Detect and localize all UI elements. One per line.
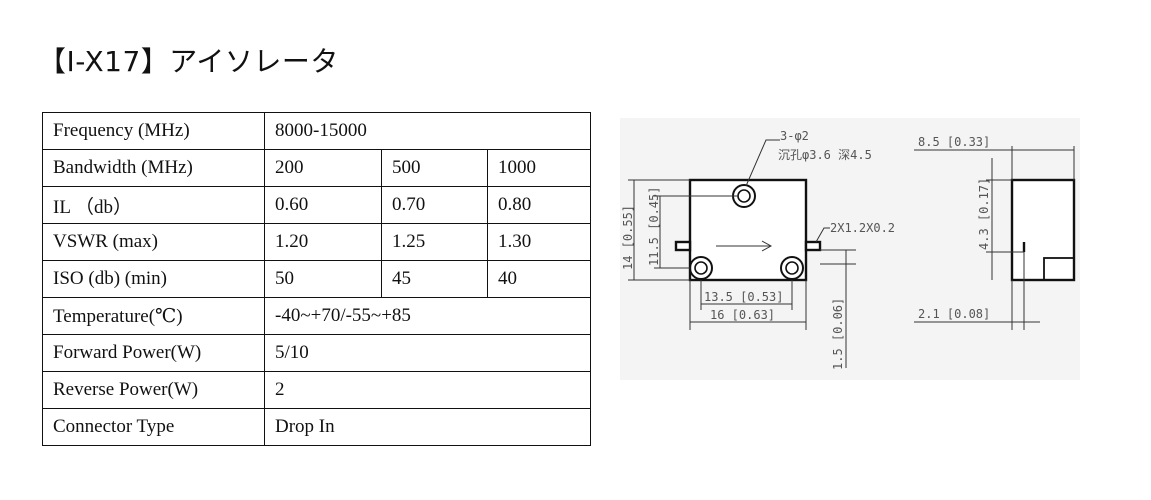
mounting-hole-icon <box>780 256 804 280</box>
vswr-value: 1.20 <box>264 223 382 261</box>
temperature-label: Temperature(℃) <box>42 297 265 335</box>
arrow-right-icon <box>716 240 773 252</box>
front-view-body <box>688 178 808 282</box>
bandwidth-value: 500 <box>381 149 488 187</box>
table-row: ISO (db) (min) 50 45 40 <box>42 260 591 298</box>
reverse-power-value: 2 <box>264 371 591 409</box>
connector-type-value: Drop In <box>264 408 591 446</box>
hole-note: 3-φ2 <box>780 129 809 143</box>
vswr-label: VSWR (max) <box>42 223 265 261</box>
iso-value: 45 <box>381 260 488 298</box>
il-value: 0.80 <box>487 186 591 224</box>
iso-label: ISO (db) (min) <box>42 260 265 298</box>
dimension-label: 1.5 [0.06] <box>831 298 845 370</box>
bandwidth-value: 1000 <box>487 149 591 187</box>
mechanical-drawing: 3-φ2 沉孔φ3.6 深4.5 2X1.2X0.2 13.5 [0.53] 1… <box>620 118 1080 380</box>
table-row: Reverse Power(W) 2 <box>42 371 591 409</box>
hole-note: 沉孔φ3.6 深4.5 <box>778 148 872 162</box>
forward-power-label: Forward Power(W) <box>42 334 265 372</box>
table-row: Forward Power(W) 5/10 <box>42 334 591 372</box>
dimension-label: 2.1 [0.08] <box>918 307 990 321</box>
bandwidth-value: 200 <box>264 149 382 187</box>
frequency-value: 8000-15000 <box>264 112 591 150</box>
dimension-label: 16 [0.63] <box>710 308 775 322</box>
table-row: Bandwidth (MHz) 200 500 1000 <box>42 149 591 187</box>
dimension-label: 14 [0.55] <box>621 205 635 270</box>
dimension-label: 4.3 [0.17] <box>977 178 991 250</box>
il-value: 0.60 <box>264 186 382 224</box>
temperature-value: -40~+70/-55~+85 <box>264 297 591 335</box>
frequency-label: Frequency (MHz) <box>42 112 265 150</box>
il-value: 0.70 <box>381 186 488 224</box>
side-view-body <box>1010 178 1076 282</box>
right-tab <box>804 240 822 252</box>
side-view-tab <box>1043 257 1075 281</box>
dimension-label: 8.5 [0.33] <box>918 135 990 149</box>
vswr-value: 1.25 <box>381 223 488 261</box>
reverse-power-label: Reverse Power(W) <box>42 371 265 409</box>
left-tab <box>674 240 692 252</box>
iso-value: 50 <box>264 260 382 298</box>
table-row: Connector Type Drop In <box>42 408 591 446</box>
table-row: Temperature(℃) -40~+70/-55~+85 <box>42 297 591 335</box>
hole-leader-line <box>745 139 780 187</box>
table-row: VSWR (max) 1.20 1.25 1.30 <box>42 223 591 261</box>
forward-power-value: 5/10 <box>264 334 591 372</box>
connector-type-label: Connector Type <box>42 408 265 446</box>
iso-value: 40 <box>487 260 591 298</box>
spec-table: Frequency (MHz) 8000-15000 Bandwidth (MH… <box>42 112 591 446</box>
il-label: IL （db） <box>42 186 265 224</box>
dimension-label: 13.5 [0.53] <box>704 290 783 304</box>
bandwidth-label: Bandwidth (MHz) <box>42 149 265 187</box>
table-row: Frequency (MHz) 8000-15000 <box>42 112 591 150</box>
vswr-value: 1.30 <box>487 223 591 261</box>
dimension-label: 11.5 [0.45] <box>647 187 661 266</box>
table-row: IL （db） 0.60 0.70 0.80 <box>42 186 591 224</box>
tab-leader-line <box>815 227 830 243</box>
page-title: 【I-X17】アイソレータ <box>38 45 339 78</box>
tab-note: 2X1.2X0.2 <box>830 221 895 235</box>
